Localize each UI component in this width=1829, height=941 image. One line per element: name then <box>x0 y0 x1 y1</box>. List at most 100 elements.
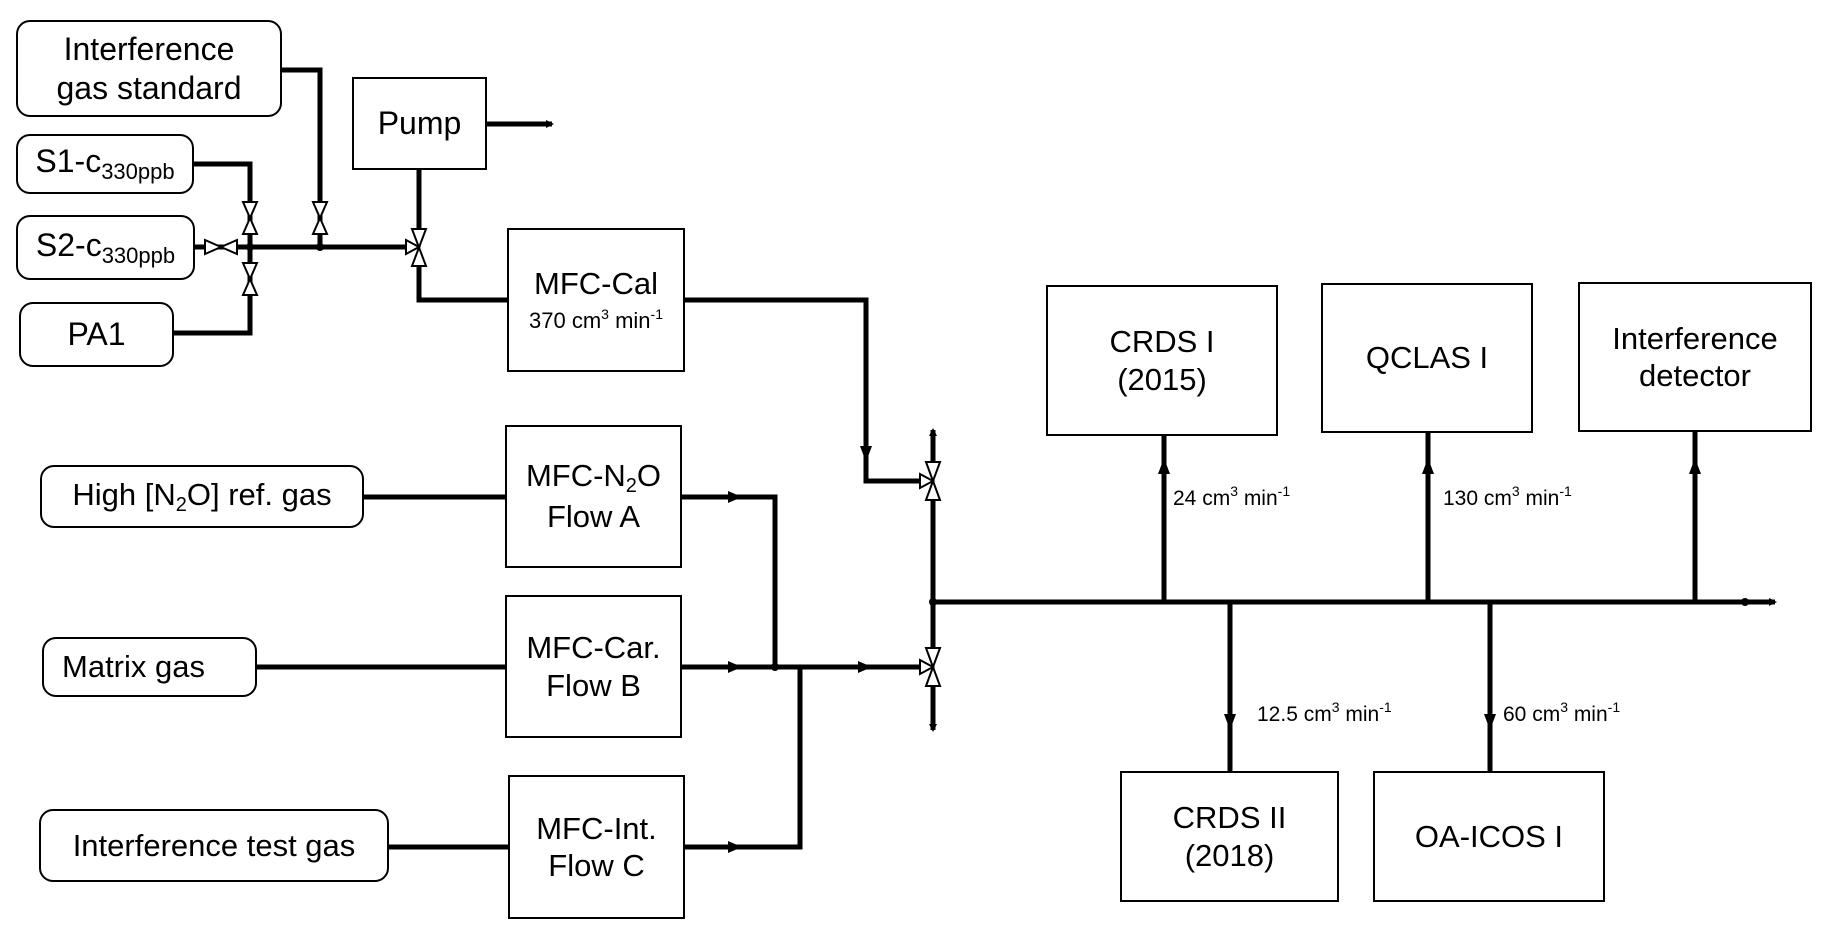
flow-label-qclas: 130 cm3 min-1 <box>1443 483 1572 511</box>
label: Interference <box>1612 320 1778 356</box>
flow-sup: 3 <box>1560 699 1568 715</box>
valve-3way-upper[interactable] <box>919 461 942 501</box>
flow-sup: 3 <box>1331 699 1340 715</box>
label-line2: Flow C <box>548 848 645 883</box>
pipe-s1 <box>194 161 253 247</box>
label-post: O] ref. gas <box>186 477 332 512</box>
arrow-interference-detector <box>1689 458 1701 474</box>
source-interference-gas-standard: Interference gas standard <box>16 20 282 117</box>
label: PA1 <box>67 316 126 353</box>
analyzer-qclas: QCLAS I <box>1321 283 1533 433</box>
label-line2: detector <box>1638 358 1751 393</box>
label-line2: (2018) <box>1184 837 1275 873</box>
arrow-qclas <box>1422 458 1434 474</box>
source-s1: S1-c330ppb <box>16 134 194 194</box>
junction-dot <box>246 243 254 251</box>
flow-label-oaicos: 60 cm3 min-1 <box>1503 699 1620 727</box>
label: High [N2O] ref. gas <box>72 476 331 517</box>
flow-sup: 3 <box>1511 483 1520 499</box>
flow-num: 370 cm <box>529 308 602 334</box>
label: MFC-Int. <box>536 810 657 846</box>
flow-num: 130 cm <box>1443 487 1512 510</box>
pipe-to-mfc-cal <box>416 264 507 303</box>
flow-label-crds1: 24 cm3 min-1 <box>1173 483 1290 511</box>
label: CRDS I <box>1109 324 1215 360</box>
label: S1-c330ppb <box>35 142 174 185</box>
flow-unit: min <box>1339 703 1380 726</box>
arrow-oaicos <box>1484 714 1496 730</box>
arrow-mix <box>858 661 872 673</box>
mfc-car: MFC-Car. Flow B <box>505 595 682 738</box>
label-line2: Flow B <box>546 667 641 703</box>
label-sub: 2 <box>175 494 187 516</box>
label-post: O <box>636 458 662 494</box>
mfc-int: MFC-Int. Flow C <box>508 775 685 919</box>
label-line: Interference <box>63 31 235 68</box>
arrow-crds2 <box>1224 714 1236 730</box>
label: Interference test gas <box>72 827 356 863</box>
label-pre: MFC-N <box>525 458 626 494</box>
label-sub: 330ppb <box>101 242 176 268</box>
flow-unit-sup: -1 <box>1379 699 1392 715</box>
label: S2-c330ppb <box>36 226 175 269</box>
junction-dot <box>316 243 324 251</box>
analyzer-interference-detector: Interference detector <box>1578 282 1812 432</box>
pipe-mfc-cal-out <box>685 297 925 484</box>
arrow-cal-down <box>860 446 872 462</box>
flow-unit-sup: -1 <box>1607 699 1621 715</box>
valve-interference-standard[interactable] <box>311 201 329 235</box>
label-main: S2-c <box>35 226 102 263</box>
source-s2: S2-c330ppb <box>16 215 195 280</box>
label: CRDS II <box>1172 800 1287 836</box>
flow-unit: min <box>1519 487 1560 510</box>
label: Pump <box>377 105 462 142</box>
arrow-flow-c <box>728 841 742 853</box>
junction-dot <box>929 598 937 606</box>
pipe-interference-standard <box>282 67 323 247</box>
pipe-flow-a <box>682 494 778 667</box>
flow-unit-sup: -1 <box>650 306 663 323</box>
source-high-n2o: High [N2O] ref. gas <box>40 465 364 528</box>
label-sub: 330ppb <box>101 159 175 185</box>
label-line2: (2015) <box>1117 361 1207 397</box>
label-pre: High [N <box>72 477 176 512</box>
pump: Pump <box>352 77 487 170</box>
arrow-flow-b <box>728 661 742 673</box>
flow-unit: min <box>1237 487 1278 510</box>
mfc-cal: MFC-Cal 370 cm3 min-1 <box>507 228 685 372</box>
valve-3way-lower[interactable] <box>919 647 942 687</box>
label: MFC-Car. <box>526 630 661 666</box>
source-matrix-gas: Matrix gas <box>42 637 257 697</box>
source-pa1: PA1 <box>19 302 174 367</box>
flow-unit-sup: -1 <box>1559 483 1572 499</box>
flow-num: 60 cm <box>1503 703 1561 726</box>
valve-s2[interactable] <box>204 238 238 256</box>
label: MFC-N2O <box>526 457 661 498</box>
junction-dot <box>771 663 779 671</box>
flow-sup: 3 <box>601 306 609 323</box>
junction-dot <box>1741 598 1749 606</box>
analyzer-crds1: CRDS I (2015) <box>1046 285 1278 436</box>
pipe-flow-c <box>685 667 803 850</box>
label: QCLAS I <box>1365 340 1489 376</box>
arrow-crds1 <box>1158 458 1170 474</box>
source-interference-test-gas: Interference test gas <box>39 809 389 882</box>
flow-unit-sup: -1 <box>1277 483 1291 499</box>
flow-label-crds2: 12.5 cm3 min-1 <box>1257 699 1392 727</box>
label-line: gas standard <box>56 69 242 106</box>
valve-s1[interactable] <box>241 201 259 235</box>
flow-unit: min <box>608 308 651 334</box>
analyzer-crds2: CRDS II (2018) <box>1120 771 1339 902</box>
flow-sup: 3 <box>1230 483 1238 499</box>
flow-num: 12.5 cm <box>1257 703 1332 726</box>
label-sub: 2 <box>625 475 637 498</box>
label-line2: Flow A <box>546 499 641 535</box>
valve-pa1[interactable] <box>241 262 259 296</box>
label-main: S1-c <box>35 143 102 180</box>
mfc-n2o: MFC-N2O Flow A <box>505 425 682 568</box>
valve-3way-cal[interactable] <box>405 228 428 267</box>
flow-num: 24 cm <box>1173 487 1231 510</box>
arrow-flow-a <box>728 491 742 503</box>
flow-rate: 370 cm3 min-1 <box>529 306 663 334</box>
